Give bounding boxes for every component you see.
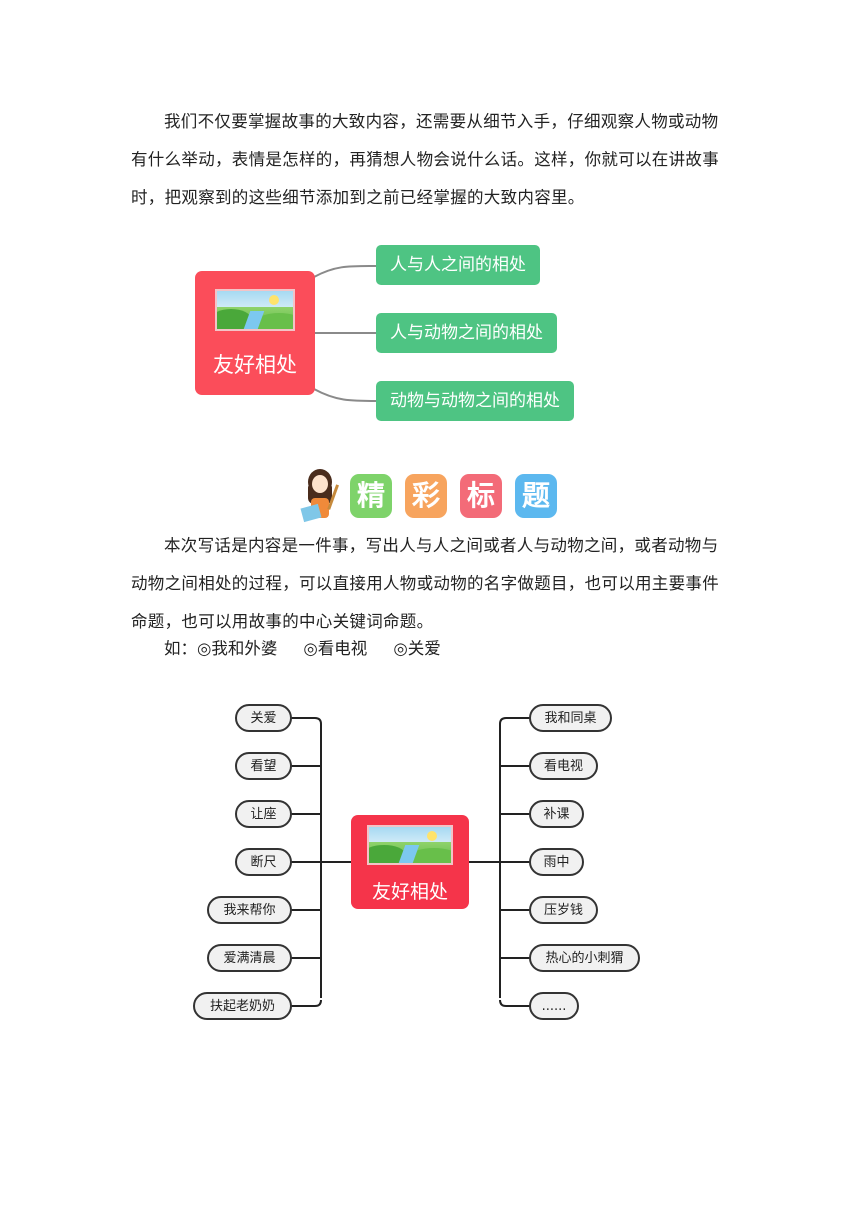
mindmap1-center-label: 友好相处 bbox=[213, 353, 297, 377]
right-topic-3: 补课 bbox=[529, 800, 584, 828]
landscape-picture-icon bbox=[215, 289, 295, 331]
mindmap1-branch-1: 人与人之间的相处 bbox=[376, 245, 540, 285]
mindmap1-connectors bbox=[313, 264, 378, 402]
examples-prefix: 如： bbox=[164, 639, 197, 658]
example-item-3: ◎关爱 bbox=[393, 639, 441, 658]
teacher-girl-icon bbox=[300, 469, 339, 523]
examples-line: 如：◎我和外婆 ◎看电视 ◎关爱 bbox=[164, 630, 441, 668]
mindmap1-center-node: 友好相处 bbox=[195, 271, 315, 395]
title-char-1: 精 bbox=[350, 474, 392, 518]
left-topic-5: 我来帮你 bbox=[207, 896, 292, 924]
right-topic-6: 热心的小刺猬 bbox=[529, 944, 640, 972]
mindmap2-center-label: 友好相处 bbox=[371, 881, 448, 903]
right-topic-1: 我和同桌 bbox=[529, 704, 612, 732]
intro-paragraph: 我们不仅要掌握故事的大致内容，还需要从细节入手，仔细观察人物或动物有什么举动，表… bbox=[131, 112, 719, 207]
left-topic-4: 断尺 bbox=[235, 848, 292, 876]
mindmap1-branch-2: 人与动物之间的相处 bbox=[376, 313, 557, 353]
landscape-picture-icon bbox=[367, 825, 453, 865]
title-char-4: 题 bbox=[515, 474, 557, 518]
left-topic-1: 关爱 bbox=[235, 704, 292, 732]
right-topic-7: ...... bbox=[529, 992, 579, 1020]
example-item-2: ◎看电视 bbox=[303, 639, 368, 658]
title-char-2: 彩 bbox=[405, 474, 447, 518]
left-topic-7: 扶起老奶奶 bbox=[193, 992, 292, 1020]
right-topic-2: 看电视 bbox=[529, 752, 598, 780]
right-topic-5: 压岁钱 bbox=[529, 896, 598, 924]
left-topic-2: 看望 bbox=[235, 752, 292, 780]
example-item-1: ◎我和外婆 bbox=[197, 639, 278, 658]
left-topic-3: 让座 bbox=[235, 800, 292, 828]
body-paragraph: 本次写话是内容是一件事，写出人与人之间或者人与动物之间，或者动物与动物之间相处的… bbox=[131, 536, 719, 631]
right-topic-4: 雨中 bbox=[529, 848, 584, 876]
mindmap2-connectors bbox=[291, 717, 530, 1007]
mindmap1-branch-3: 动物与动物之间的相处 bbox=[376, 381, 574, 421]
mindmap2-center-node: 友好相处 bbox=[351, 815, 469, 909]
title-char-3: 标 bbox=[460, 474, 502, 518]
left-topic-6: 爱满清晨 bbox=[207, 944, 292, 972]
